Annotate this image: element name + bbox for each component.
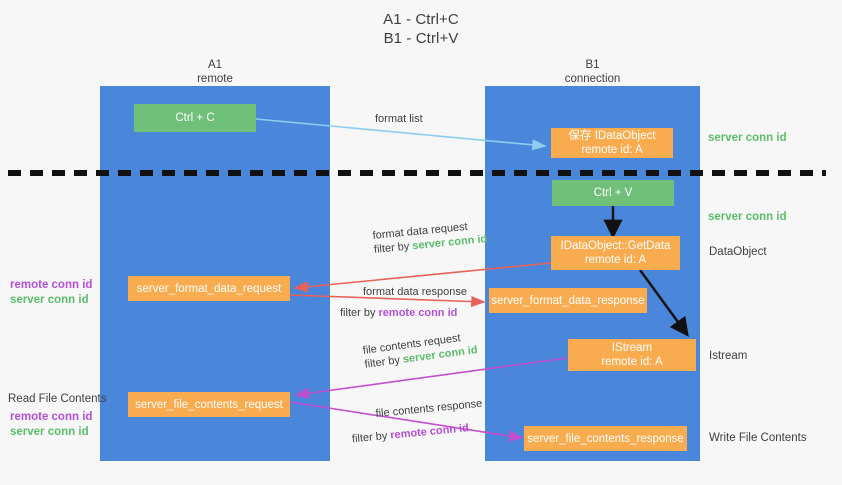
caption-format-data-response-value: remote conn id xyxy=(378,307,458,319)
label-server-conn-id-second: server conn id xyxy=(708,211,787,223)
label-read-file-contents: Read File Contents xyxy=(8,393,107,405)
box-server-file-contents-response-label: server_file_contents_response xyxy=(527,432,684,445)
box-getdata-line1: IDataObject::GetData xyxy=(560,240,671,252)
title-line-2: B1 - Ctrl+V xyxy=(383,30,459,47)
box-save-idataobject-line1: 保存 IDataObject xyxy=(568,130,656,142)
caption-file-contents-response: file contents response filter by remote … xyxy=(351,397,485,446)
box-ctrl-c-label: Ctrl + C xyxy=(175,112,215,124)
diagram-title: A1 - Ctrl+C B1 - Ctrl+V xyxy=(0,10,842,48)
label-remote-conn-id-top: remote conn id xyxy=(10,279,93,291)
column-a1-subtitle: remote xyxy=(197,73,233,85)
box-server-file-contents-request-label: server_file_contents_request xyxy=(135,398,283,411)
box-ctrl-v-label: Ctrl + V xyxy=(593,187,633,199)
caption-file-contents-request-prefix: filter by xyxy=(363,353,404,371)
box-server-format-data-request[interactable]: server_format_data_request xyxy=(128,276,290,301)
caption-file-contents-request: file contents request filter by server c… xyxy=(362,329,478,372)
box-ctrl-v[interactable]: Ctrl + V xyxy=(552,180,674,206)
box-server-file-contents-response[interactable]: server_file_contents_response xyxy=(524,426,687,451)
caption-format-data-response-line2: filter by remote conn id xyxy=(340,306,467,320)
column-a1-name: A1 xyxy=(207,59,223,71)
box-server-format-data-response[interactable]: server_format_data_response xyxy=(489,288,647,313)
label-group-conn-ids-top: remote conn id server conn id xyxy=(10,278,92,308)
box-istream-line1: IStream xyxy=(611,342,653,354)
caption-format-data-response: format data response filter by remote co… xyxy=(340,285,467,320)
label-group-conn-ids-bottom: remote conn id server conn id xyxy=(10,410,92,440)
label-istream: Istream xyxy=(709,350,748,362)
caption-file-contents-response-prefix: filter by xyxy=(351,429,391,446)
box-istream-line2: remote id: A xyxy=(601,356,663,368)
label-server-conn-id-left-top: server conn id xyxy=(10,294,89,306)
caption-file-contents-response-value: remote conn id xyxy=(389,422,470,442)
caption-format-data-request-prefix: filter by xyxy=(373,240,413,256)
column-header-b1: B1 connection xyxy=(505,58,680,86)
box-server-file-contents-request[interactable]: server_file_contents_request xyxy=(128,392,290,417)
box-ctrl-c[interactable]: Ctrl + C xyxy=(134,104,256,132)
column-b1-subtitle: connection xyxy=(564,73,621,85)
column-b1-name: B1 xyxy=(585,59,600,71)
caption-format-data-response-prefix: filter by xyxy=(340,307,379,319)
box-getdata[interactable]: IDataObject::GetData remote id: A xyxy=(551,236,680,270)
box-istream[interactable]: IStream remote id: A xyxy=(568,339,696,371)
box-save-idataobject-line2: remote id: A xyxy=(581,144,643,156)
label-server-conn-id-left-bottom: server conn id xyxy=(10,426,89,438)
caption-format-list: format list xyxy=(375,113,423,125)
label-write-file-contents: Write File Contents xyxy=(709,432,807,444)
title-line-1: A1 - Ctrl+C xyxy=(383,11,459,28)
caption-file-contents-response-line1: file contents response xyxy=(375,397,483,420)
label-dataobject: DataObject xyxy=(709,246,767,258)
label-remote-conn-id-bottom: remote conn id xyxy=(10,411,93,423)
box-getdata-line2: remote id: A xyxy=(584,254,647,266)
box-server-format-data-response-label: server_format_data_response xyxy=(491,294,645,307)
column-header-a1: A1 remote xyxy=(130,58,300,86)
box-server-format-data-request-label: server_format_data_request xyxy=(136,282,282,295)
label-server-conn-id-top: server conn id xyxy=(708,132,787,144)
caption-format-data-request: format data request filter by server con… xyxy=(372,218,488,257)
caption-format-data-response-line1: format data response xyxy=(363,286,467,298)
box-save-idataobject[interactable]: 保存 IDataObject remote id: A xyxy=(551,128,673,158)
caption-file-contents-response-line2: filter by remote conn id xyxy=(351,420,485,447)
